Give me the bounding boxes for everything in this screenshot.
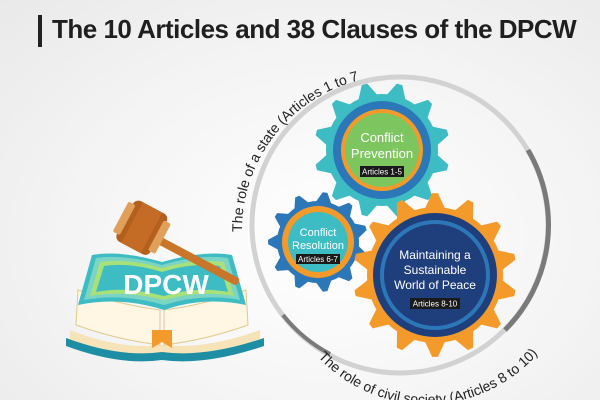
book-illustration: DPCW [66,253,264,362]
book-label: DPCW [123,269,209,300]
gear-prevention: Conflict Prevention Articles 1-5 [315,83,449,217]
gear-resolution: Conflict Resolution Articles 6-7 [268,192,367,292]
gear-peace-line2: Sustainable [404,263,467,277]
gear-prevention-line1: Conflict [360,130,404,145]
gear-peace: Maintaining a Sustainable World of Peace… [354,193,516,357]
gear-prevention-tag: Articles 1-5 [362,168,403,177]
gear-peace-line3: World of Peace [394,278,476,292]
gear-peace-line1: Maintaining a [399,248,471,262]
gear-peace-tag: Articles 8-10 [413,300,458,309]
gear-prevention-line2: Prevention [351,146,413,161]
outer-ring [249,74,552,376]
gear-resolution-tag: Articles 6-7 [298,255,339,264]
gear-resolution-tag-bg [296,254,340,264]
gavel-icon [113,200,240,285]
gear-peace-tag-bg [410,298,460,309]
arc-label-state: The role of a state (Articles 1 to 7) [0,0,360,232]
gear-resolution-line1: Conflict [300,227,337,239]
gear-prevention-tag-bg [360,166,404,177]
page-title: The 10 Articles and 38 Clauses of the DP… [52,14,577,44]
gear-resolution-line2: Resolution [292,240,344,252]
title-accent-bar [38,15,42,47]
